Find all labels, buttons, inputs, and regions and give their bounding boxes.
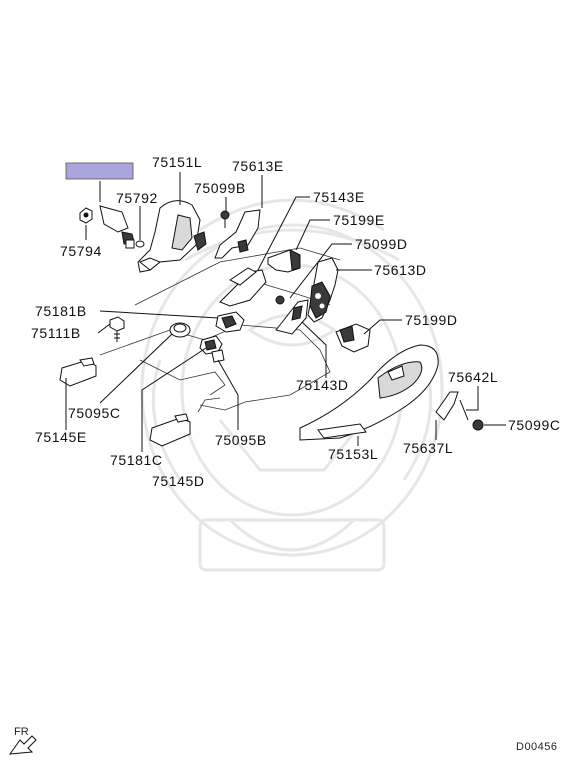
- label-75145D: 75145D: [152, 473, 205, 489]
- label-75099C: 75099C: [508, 417, 561, 433]
- part-75145D-cap[interactable]: [149, 413, 191, 447]
- diagram-code: D00456: [516, 741, 558, 753]
- label-75151L: 75151L: [152, 154, 202, 170]
- leader-lines: [65, 172, 506, 452]
- part-75111B-bolt[interactable]: [109, 316, 125, 342]
- part-75151L-side-cover[interactable]: [137, 200, 207, 273]
- label-75143D: 75143D: [296, 377, 349, 393]
- part-75613D-cover[interactable]: [307, 257, 339, 323]
- label-75095B: 75095B: [215, 432, 267, 448]
- label-75111B: 75111B: [31, 325, 81, 341]
- part-75099B-screw[interactable]: [220, 210, 230, 228]
- part-75153L-side-shield[interactable]: [299, 344, 439, 441]
- direction-label: FR: [14, 726, 29, 738]
- front-arrow-icon: [8, 735, 37, 755]
- label-75642L: 75642L: [448, 369, 498, 385]
- part-75642L-pin[interactable]: [459, 399, 469, 421]
- label-75145E: 75145E: [35, 429, 87, 445]
- part-labels: 75151L 75613E 75792 75099B 75794 75143E …: [31, 154, 561, 489]
- label-75099D: 75099D: [355, 236, 408, 252]
- part-75099C-screw[interactable]: [472, 419, 484, 431]
- part-75199D-clip[interactable]: [335, 323, 371, 353]
- part-75792-washer[interactable]: [135, 240, 145, 248]
- part-75099D-screw[interactable]: [275, 295, 285, 305]
- part-75637L-lever[interactable]: [435, 391, 459, 421]
- label-75613E: 75613E: [232, 158, 284, 174]
- label-75095C: 75095C: [68, 405, 121, 421]
- label-75199D: 75199D: [405, 312, 458, 328]
- part-75181C-clip[interactable]: [199, 335, 223, 355]
- part-75143D-panel[interactable]: [275, 299, 309, 335]
- part-75143E-panel[interactable]: [219, 267, 267, 307]
- label-75637L: 75637L: [403, 440, 453, 456]
- label-75613D: 75613D: [374, 262, 427, 278]
- label-75794: 75794: [60, 243, 102, 259]
- part-buckle-bracket[interactable]: [99, 205, 135, 249]
- highlight-box: [65, 162, 134, 180]
- part-75181B-clip[interactable]: [215, 311, 245, 333]
- part-75145E-cap[interactable]: [59, 357, 97, 387]
- direction-indicator: FR: [8, 726, 37, 755]
- label-75099B: 75099B: [194, 180, 246, 196]
- label-75153L: 75153L: [328, 446, 378, 462]
- part-75095B-clip[interactable]: [211, 349, 225, 363]
- label-75792: 75792: [116, 190, 158, 206]
- label-75143E: 75143E: [313, 189, 365, 205]
- label-75199E: 75199E: [333, 212, 385, 228]
- label-75181B: 75181B: [35, 303, 87, 319]
- part-75199E-clip[interactable]: [267, 249, 301, 273]
- part-75095C-cap[interactable]: [169, 322, 191, 338]
- part-75794-nut[interactable]: [79, 207, 93, 224]
- label-75181C: 75181C: [110, 452, 163, 468]
- part-75613E-cover[interactable]: [214, 209, 261, 259]
